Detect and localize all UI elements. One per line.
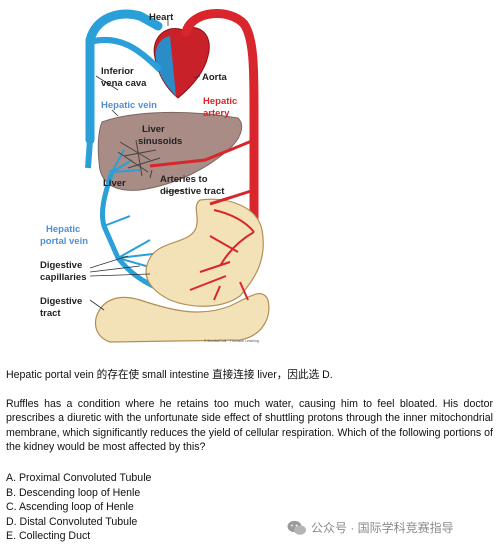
label-arteries-line2: digestive tract bbox=[160, 186, 225, 197]
circulation-diagram: Heart Inferior vena cava Aorta Hepatic v… bbox=[40, 9, 270, 343]
watermark-text: 公众号 · 国际学科竞赛指导 bbox=[311, 521, 454, 535]
watermark: 公众号 · 国际学科竞赛指导 bbox=[287, 519, 454, 536]
aorta-to-digestive bbox=[209, 188, 255, 206]
question-text: Ruffles has a condition where he retains… bbox=[6, 398, 493, 454]
answer-options: A. Proximal Convoluted Tubule B. Descend… bbox=[6, 471, 151, 544]
digestive-arteries bbox=[189, 209, 255, 301]
vena-cava-to-heart bbox=[89, 36, 163, 73]
label-hepatic-artery-line2: artery bbox=[203, 108, 230, 119]
answer-explanation: Hepatic portal vein 的存在使 small intestine… bbox=[6, 369, 333, 381]
portal-branches bbox=[103, 149, 171, 271]
label-heart: Heart bbox=[149, 12, 174, 23]
label-digestive-tract-line1: Digestive bbox=[40, 296, 82, 307]
label-digestive-tract-line2: tract bbox=[40, 308, 61, 319]
label-liver-sinusoids-line1: Liver bbox=[142, 124, 165, 135]
hepatic-artery-vessel bbox=[149, 138, 255, 168]
option-d: D. Distal Convoluted Tubule bbox=[6, 515, 138, 528]
label-hepatic-artery-line1: Hepatic bbox=[203, 96, 237, 107]
label-inferior-vena-cava-line1: Inferior bbox=[101, 66, 134, 77]
heart-right-side bbox=[155, 36, 176, 96]
label-hepatic-portal-vein-line1: Hepatic bbox=[46, 224, 80, 235]
label-hepatic-vein: Hepatic vein bbox=[101, 100, 157, 111]
option-e: E. Collecting Duct bbox=[6, 530, 91, 542]
aorta-vessel bbox=[181, 9, 259, 237]
label-arteries-line1: Arteries to bbox=[160, 174, 208, 185]
pointer-lines bbox=[89, 20, 201, 311]
label-digestive-capillaries-line2: capillaries bbox=[40, 272, 86, 283]
option-b: B. Descending loop of Henle bbox=[6, 486, 141, 499]
label-aorta: Aorta bbox=[202, 72, 228, 83]
colon-shape bbox=[94, 293, 270, 343]
label-liver-sinusoids-line2: sinusoids bbox=[138, 136, 182, 147]
option-c: C. Ascending loop of Henle bbox=[6, 501, 134, 513]
hepatic-vein-vessel bbox=[85, 139, 93, 169]
label-hepatic-portal-vein-line2: portal vein bbox=[40, 236, 88, 247]
option-a: A. Proximal Convoluted Tubule bbox=[6, 472, 152, 484]
image-credit: © Brooks/Cole · Thomson Learning bbox=[204, 339, 259, 343]
label-liver: Liver bbox=[103, 178, 126, 189]
liver-sinusoid-mesh bbox=[117, 139, 161, 177]
label-inferior-vena-cava-line2: vena cava bbox=[101, 78, 147, 89]
digestive-tract-shape bbox=[145, 198, 264, 307]
label-digestive-capillaries-line1: Digestive bbox=[40, 260, 82, 271]
wechat-icon bbox=[287, 520, 306, 535]
